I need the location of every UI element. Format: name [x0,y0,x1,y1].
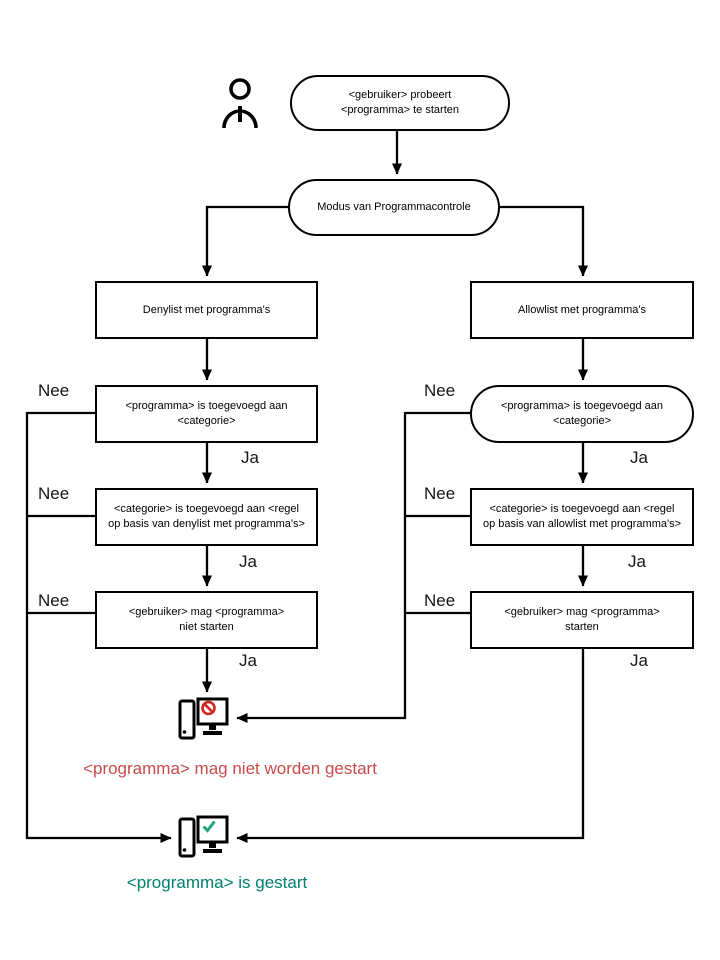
edge-mode-to-allowlist [500,205,588,277]
node-allow-user-may-start: <gebruiker> mag <programma> starten [470,591,694,649]
label-nee-allow-3: Nee [424,591,456,610]
computer-blocked-icon [178,697,229,740]
label-ja-deny-2: Ja [239,552,257,571]
edge-deny-nee-collector-to-started [25,411,172,843]
node-deny-user-may-not-start: <gebruiker> mag <programma> niet starten [95,591,318,649]
label-nee-deny-2: Nee [38,484,70,503]
label-ja-allow-3: Ja [630,651,648,670]
computer-started-icon [178,815,229,858]
label-ja-allow-2: Ja [628,552,646,571]
user-icon [222,78,258,129]
edge-allow-ja3-to-started [236,649,585,843]
node-start: <gebruiker> probeert <programma> te star… [290,75,510,131]
label-nee-allow-2: Nee [424,484,456,503]
label-ja-deny-1: Ja [241,448,259,467]
node-allowlist: Allowlist met programma's [470,281,694,339]
prohibition-icon [201,700,216,716]
edge-allow-nee-collector-to-blocked [236,411,470,723]
node-mode: Modus van Programmacontrole [288,179,500,236]
label-ja-deny-3: Ja [239,651,257,670]
result-blocked-text: <programma> mag niet worden gestart [83,759,377,778]
node-deny-program-in-category: <programma> is toegevoegd aan <categorie… [95,385,318,443]
label-nee-allow-1: Nee [424,381,456,400]
label-ja-allow-1: Ja [630,448,648,467]
node-denylist: Denylist met programma's [95,281,318,339]
result-started-text: <programma> is gestart [126,873,308,892]
node-deny-category-in-rule: <categorie> is toegevoegd aan <regel op … [95,488,318,546]
node-allow-category-in-rule: <categorie> is toegevoegd aan <regel op … [470,488,694,546]
node-allow-program-in-category: <programma> is toegevoegd aan <categorie… [470,385,694,443]
check-icon [202,820,216,833]
label-nee-deny-3: Nee [38,591,70,610]
label-nee-deny-1: Nee [38,381,70,400]
edge-mode-to-denylist [202,205,290,277]
